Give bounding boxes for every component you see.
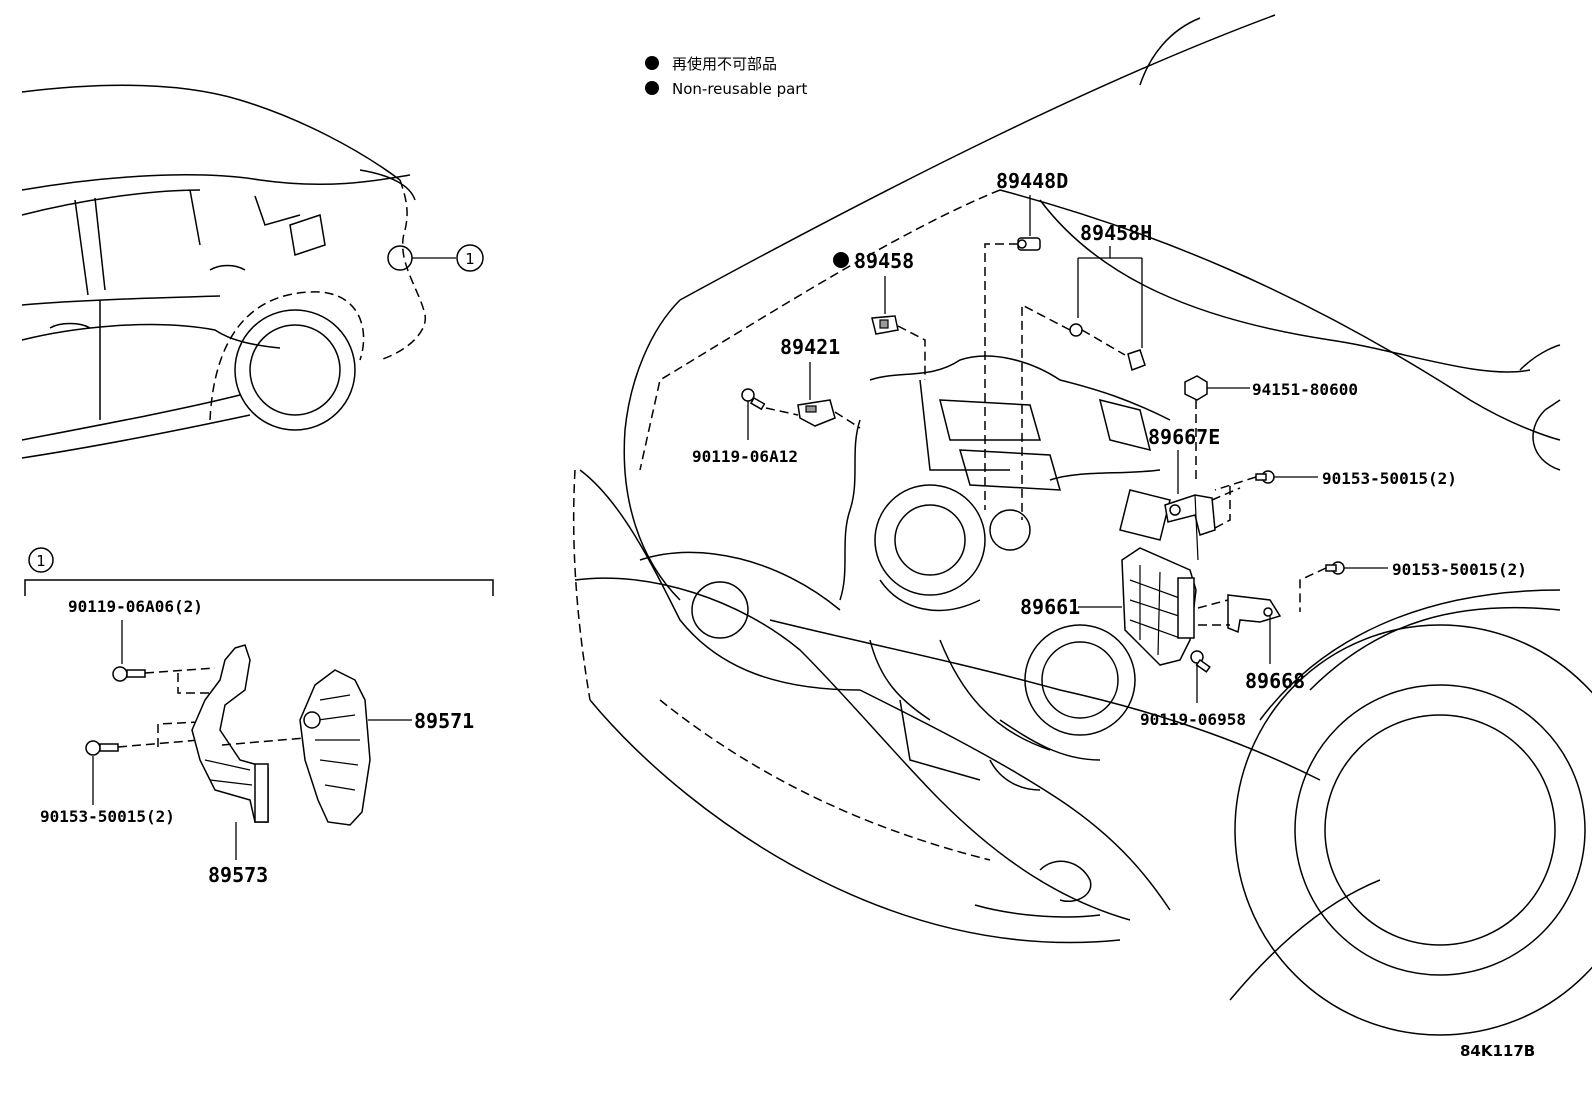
bracket-89667E [1164,494,1216,561]
label-90119-06A06: 90119-06A06(2) [68,597,203,616]
inset-detail: 1 90119-06A06(2) 90153-50015(2) 89573 [24,547,494,887]
main-parts: 89448D 89458H 89458 89421 [692,169,1527,729]
nut-94151-icon [1184,375,1208,401]
bolt-90153-lower-icon [1325,561,1345,575]
rear-car-illustration: 1 [21,84,484,459]
label-94151-80600: 94151-80600 [1252,380,1358,399]
label-89667E: 89667E [1148,425,1220,449]
sensor-89458H [1127,349,1146,372]
bolt-icon [85,740,119,756]
ecu-89661 [1121,547,1197,666]
label-89661: 89661 [1020,595,1080,619]
inset-ref-circle [28,547,54,573]
label-90153-50015: 90153-50015(2) [40,807,175,826]
bolt-icon [112,666,146,682]
bolt-90153-upper-icon [1255,470,1275,484]
sensor-89448D [1017,237,1041,251]
module-89571 [299,669,371,826]
legend-en: Non-reusable part [672,80,807,98]
engine-illustration [839,355,1171,791]
legend: 再使用不可部品 Non-reusable part [645,55,807,98]
label-90119-06A12: 90119-06A12 [692,447,798,466]
label-89448D: 89448D [996,169,1068,193]
label-89571: 89571 [414,709,474,733]
label-90153-50015-upper: 90153-50015(2) [1322,469,1457,488]
non-reusable-marker-icon [833,252,849,268]
bracket-89668 [1227,594,1282,634]
diagram-code: 84K117B [1460,1042,1535,1060]
bolt-90119-06A12-icon [741,388,766,411]
non-reusable-bullet-icon [645,56,659,70]
label-89668: 89668 [1245,669,1305,693]
sensor-89458H-small [1069,323,1083,337]
label-89458H: 89458H [1080,221,1152,245]
label-89421: 89421 [780,335,840,359]
sensor-89421 [797,399,836,427]
bolt-90119-06958-icon [1190,650,1211,673]
callout-number: 1 [465,250,475,268]
label-90119-06958: 90119-06958 [1140,710,1246,729]
legend-jp: 再使用不可部品 [672,55,777,73]
callout-circle-1 [456,244,484,272]
label-90153-50015-lower: 90153-50015(2) [1392,560,1527,579]
label-89458: 89458 [854,249,914,273]
front-car-illustration [572,14,1592,1036]
sensor-89458 [871,315,899,335]
non-reusable-bullet-icon [645,81,659,95]
inset-ref-number: 1 [36,552,46,570]
bracket-89573 [191,644,269,823]
label-89573: 89573 [208,863,268,887]
